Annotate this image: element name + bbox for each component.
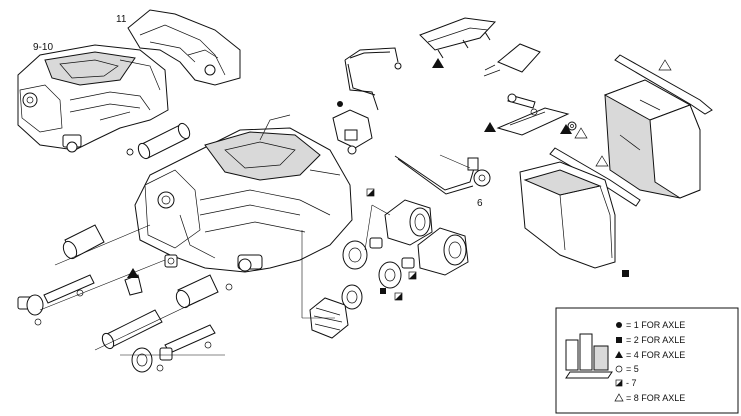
legend-item-3: = 4 FOR AXLE (626, 350, 685, 360)
piston-seal-upper (342, 240, 368, 270)
legend-item-5: - 7 (626, 378, 637, 388)
spring-plate (483, 43, 541, 77)
guide-sleeve (126, 122, 191, 160)
open-circle-marker-icon (204, 341, 212, 349)
wear-indicator-pin (507, 93, 536, 109)
pad-support-plate (496, 107, 570, 136)
piston-boot-upper (384, 199, 433, 246)
axle-1-marker-icon (337, 101, 343, 107)
axle-4-marker-icon (432, 58, 444, 68)
axle-2-marker-icon (622, 270, 629, 277)
legend-item-2: = 2 FOR AXLE (626, 335, 685, 345)
axle-4-marker-icon (484, 122, 496, 132)
open-circle-marker-icon (126, 148, 134, 156)
wear-sensor-cable (394, 155, 491, 195)
open-triangle-marker-icon (595, 155, 609, 167)
small-bushing-1 (369, 237, 383, 249)
brake-pad-rear (603, 79, 701, 199)
open-circle-marker-icon (225, 283, 233, 291)
legend-item-6: = 8 FOR AXLE (626, 393, 685, 403)
open-circle-marker-icon (34, 318, 42, 326)
piston-boot-lower (417, 227, 469, 276)
pad-retainer-clip (419, 17, 497, 59)
legend-filled-triangle-icon (615, 351, 623, 358)
small-bushing-2 (401, 257, 415, 269)
axle-4-marker-icon (560, 124, 572, 134)
guide-bolt-left (17, 274, 95, 316)
axle-2-marker-icon (380, 288, 386, 294)
leader-lines (39, 154, 471, 356)
caliper-assembly-top (17, 44, 169, 153)
open-circle-marker-icon (76, 289, 84, 297)
legend-item-4: = 5 (626, 364, 639, 374)
retaining-ring (341, 284, 363, 310)
open-circle-marker-icon (530, 108, 538, 116)
legend-filled-circle-icon (616, 322, 622, 328)
caliper-body-main (134, 114, 353, 273)
open-triangle-marker-icon (574, 127, 588, 139)
callout-caliper-assembly: 9-10 (33, 42, 53, 53)
seal-cap (131, 347, 153, 373)
legend-item-1: = 1 FOR AXLE (626, 320, 685, 330)
mounting-bracket (127, 9, 241, 86)
brake-pad-front (519, 161, 616, 269)
guide-sleeve-left (62, 224, 105, 260)
spacer-sleeve (175, 274, 219, 309)
guide-bushing-small (164, 254, 178, 268)
callout-mounting-bracket: 11 (116, 14, 127, 25)
legend-parts-illustration (565, 333, 613, 379)
legend-open-triangle-icon (614, 393, 624, 402)
legend-box: = 1 FOR AXLE = 2 FOR AXLE = 4 FOR AXLE =… (555, 307, 739, 414)
guide-pin-long (101, 309, 163, 350)
axle-4-marker-icon (127, 268, 139, 278)
legend-filled-square-icon (616, 337, 622, 343)
piston-seal-lower (378, 261, 402, 289)
legend-open-circle-icon (615, 365, 623, 373)
small-washer (567, 121, 577, 131)
open-circle-marker-icon (156, 364, 164, 372)
callout-wear-sensor-cable: 6 (477, 198, 483, 209)
drawing-markers (34, 58, 672, 372)
pad-spring-strip-upper (614, 54, 713, 115)
open-triangle-marker-icon (658, 59, 672, 71)
bolt-long (159, 324, 216, 361)
brake-line-assembly (332, 47, 402, 155)
